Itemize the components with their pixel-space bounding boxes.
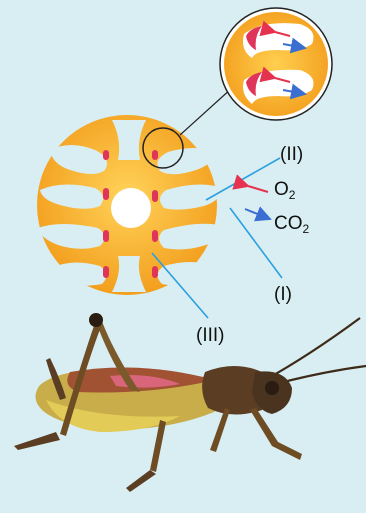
- o2-text: O: [274, 179, 289, 200]
- co2-arrow: [245, 209, 270, 219]
- organ-cavities: [38, 120, 224, 292]
- label-II: (II): [280, 145, 303, 164]
- co2-label: CO2: [274, 214, 309, 235]
- co2-subscript: 2: [303, 222, 310, 236]
- organ-cross-section: [37, 115, 224, 295]
- o2-label: O2: [274, 180, 295, 201]
- o2-arrow: [248, 186, 268, 192]
- o2-subscript: 2: [289, 188, 296, 202]
- grasshopper-icon: [14, 313, 366, 492]
- co2-text: CO: [274, 213, 303, 234]
- label-III: (III): [196, 326, 225, 345]
- label-I: (I): [274, 285, 292, 304]
